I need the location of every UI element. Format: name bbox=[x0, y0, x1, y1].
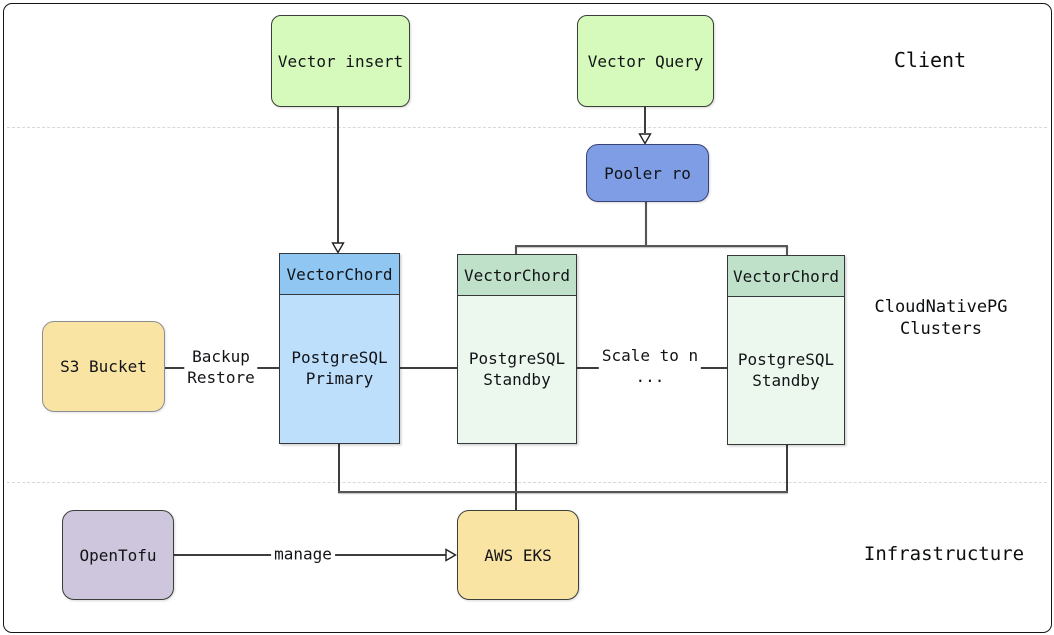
node-vector-query: Vector Query bbox=[577, 15, 714, 107]
node-postgresql-primary: VectorChord PostgreSQL Primary bbox=[279, 253, 400, 444]
edge-pooler-branch-stem-line bbox=[645, 200, 647, 246]
edge-clusters-bus-horizontal-line bbox=[338, 491, 788, 494]
arrowhead-down-icon bbox=[331, 242, 345, 254]
node-pooler-ro: Pooler ro bbox=[586, 144, 709, 202]
edge-pooler-branch-horizontal-line bbox=[515, 245, 788, 247]
section-label-cloudnativepg-clusters: CloudNativePG Clusters bbox=[874, 297, 1008, 340]
arrowhead-down-icon bbox=[638, 133, 652, 145]
node-postgresql-standby-2: VectorChord PostgreSQL Standby bbox=[727, 255, 845, 445]
node-opentofu: OpenTofu bbox=[62, 510, 174, 600]
node-vector-query-label: Vector Query bbox=[587, 51, 704, 71]
node-postgresql-primary-header: VectorChord bbox=[280, 254, 399, 295]
node-aws-eks-label: AWS EKS bbox=[484, 545, 552, 565]
node-vector-insert-label: Vector insert bbox=[277, 51, 404, 71]
edge-standby1-to-eks-line bbox=[515, 442, 517, 510]
node-postgresql-standby-1: VectorChord PostgreSQL Standby bbox=[457, 254, 577, 444]
edge-pooler-to-standby2-drop-line bbox=[786, 246, 788, 256]
node-s3-bucket: S3 Bucket bbox=[42, 321, 165, 412]
node-s3-bucket-label: S3 Bucket bbox=[60, 357, 147, 376]
edge-label-scale-to-n: Scale to n ... bbox=[598, 346, 702, 388]
edge-vector-insert-to-primary-line bbox=[337, 105, 339, 243]
arrowhead-right-icon bbox=[445, 548, 457, 562]
edge-pooler-to-standby1-drop-line bbox=[515, 246, 517, 255]
node-postgresql-standby-1-header: VectorChord bbox=[458, 255, 576, 296]
edge-primary-to-standby1-line bbox=[398, 367, 457, 369]
edge-standby2-to-bus-line bbox=[786, 443, 788, 492]
node-postgresql-standby-1-body: PostgreSQL Standby bbox=[458, 296, 576, 443]
node-vector-insert: Vector insert bbox=[271, 15, 410, 107]
node-opentofu-label: OpenTofu bbox=[79, 545, 157, 565]
section-label-client: Client bbox=[893, 48, 967, 72]
node-pooler-ro-label: Pooler ro bbox=[604, 163, 691, 183]
infrastructure-section-divider bbox=[7, 482, 1047, 483]
node-postgresql-standby-2-body: PostgreSQL Standby bbox=[728, 297, 844, 444]
edge-primary-to-bus-line bbox=[338, 442, 340, 492]
node-aws-eks: AWS EKS bbox=[457, 510, 579, 600]
node-postgresql-standby-2-header: VectorChord bbox=[728, 256, 844, 297]
section-label-infrastructure: Infrastructure bbox=[863, 543, 1025, 565]
node-postgresql-primary-body: PostgreSQL Primary bbox=[280, 295, 399, 443]
edge-label-backup-restore: Backup Restore bbox=[184, 347, 258, 389]
edge-vector-query-to-pooler-line bbox=[644, 105, 646, 133]
client-section-divider bbox=[7, 127, 1047, 128]
edge-label-manage: manage bbox=[271, 544, 335, 566]
